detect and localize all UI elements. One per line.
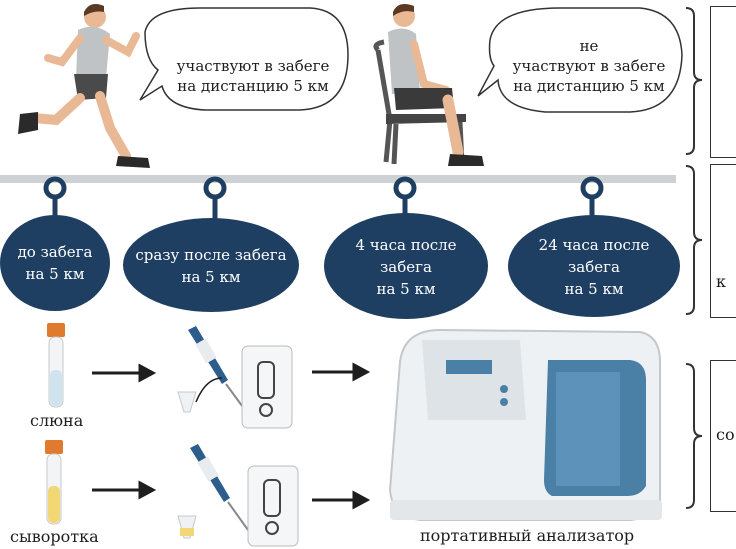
portable-analyzer (388, 328, 662, 521)
side-box-top (710, 6, 736, 158)
timepoint-label-1: до забега на 5 км (0, 241, 110, 285)
serum-tube (45, 440, 63, 525)
timepoint-label-4: 24 часа после забега на 5 км (508, 234, 680, 300)
timepoint-line: на 5 км (25, 265, 85, 283)
analyzer-label: портативный анализатор (420, 526, 635, 545)
timepoint-line: до забега (17, 243, 93, 261)
test-cassette-bottom (247, 465, 299, 547)
timepoint-node-3 (324, 213, 488, 319)
speech-bubble-right (477, 7, 683, 113)
side-box-bottom-text: со (716, 425, 735, 444)
timepoint-node-2 (123, 218, 299, 312)
timepoint-line: сразу после забега (135, 246, 287, 264)
saliva-tube (47, 323, 65, 408)
timepoint-line: 24 часа после (538, 236, 650, 254)
bubble-right-text: не участвуют в забеге на дистанцию 5 км (494, 36, 684, 96)
timepoint-label-3: 4 часа после забега на 5 км (324, 234, 488, 300)
side-box-middle-text: к (716, 272, 726, 291)
test-cassette-top (241, 345, 293, 429)
seated-figure (373, 4, 484, 166)
side-box-middle (710, 164, 736, 318)
bubble-left-line: участвуют в забеге (176, 57, 330, 75)
brace (685, 7, 703, 509)
timepoint-line: на 5 км (564, 280, 624, 298)
timepoint-line: на 5 км (181, 268, 241, 286)
timepoint-line: забега (568, 258, 620, 276)
timepoint-node-1 (0, 215, 110, 311)
bubble-left-text: участвуют в забеге на дистанцию 5 км (158, 56, 348, 96)
saliva-label: слюна (30, 411, 84, 430)
arrow (92, 362, 371, 510)
timepoint-node-4 (508, 215, 680, 317)
speech-bubble-left (139, 7, 349, 111)
bubble-right-line: не (579, 37, 599, 55)
bubble-right-line: участвуют в забеге (512, 57, 666, 75)
timepoint-line: на 5 км (376, 280, 436, 298)
timepoint-line: 4 часа после (355, 236, 457, 254)
pipette-bottom (177, 444, 249, 539)
pipette-top (177, 326, 249, 415)
bubble-right-line: на дистанцию 5 км (513, 77, 665, 95)
side-box-bottom (710, 360, 736, 512)
bubble-left-line: на дистанцию 5 км (177, 77, 329, 95)
timeline-track (0, 175, 676, 183)
runner-figure (18, 4, 150, 168)
serum-label: сыворотка (10, 527, 99, 546)
timepoint-pin (43, 176, 604, 222)
timepoint-line: забега (380, 258, 432, 276)
timepoint-label-2: сразу после забега на 5 км (123, 244, 299, 288)
